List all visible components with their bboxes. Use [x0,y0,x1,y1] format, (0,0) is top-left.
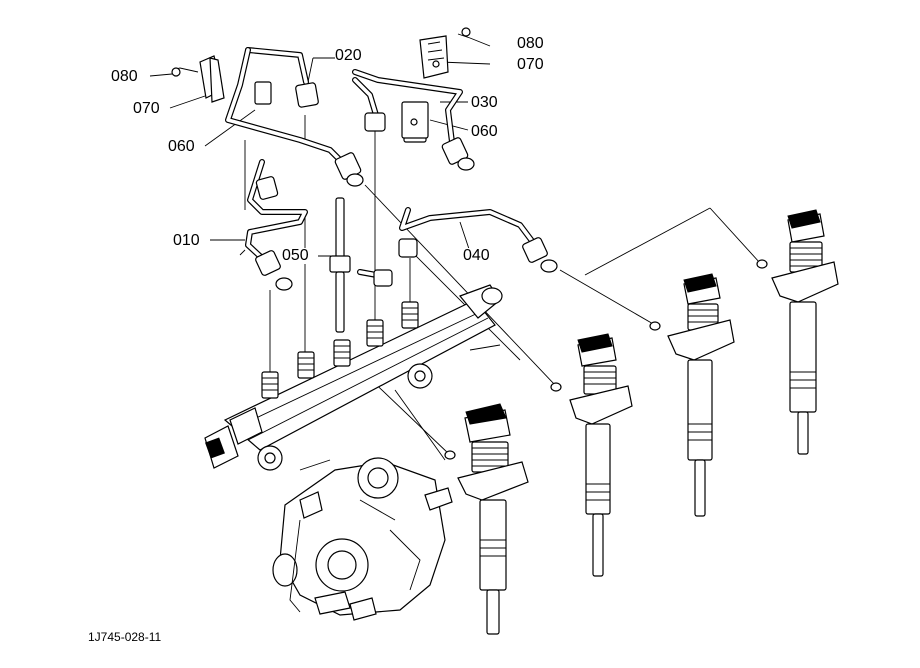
injector-front [444,403,529,635]
callout-080-right: 080 [517,35,544,52]
supply-pump [272,457,453,621]
callout-070-right: 070 [517,56,544,73]
clamps-bolts [171,27,471,139]
injector-2 [550,333,633,577]
callout-060-left: 060 [168,138,195,155]
figure-id: 1J745-028-11 [88,630,162,644]
callout-060-right: 060 [471,123,498,140]
common-rail [204,197,503,471]
injector-3 [649,273,735,517]
callout-050: 050 [282,247,309,264]
callout-080-left: 080 [111,68,138,85]
callout-020: 020 [335,47,362,64]
callout-010: 010 [173,232,200,249]
injector-4 [756,209,839,455]
callout-030: 030 [471,94,498,111]
callout-070-left: 070 [133,100,160,117]
injection-pipes [225,47,538,279]
callout-040: 040 [463,247,490,264]
